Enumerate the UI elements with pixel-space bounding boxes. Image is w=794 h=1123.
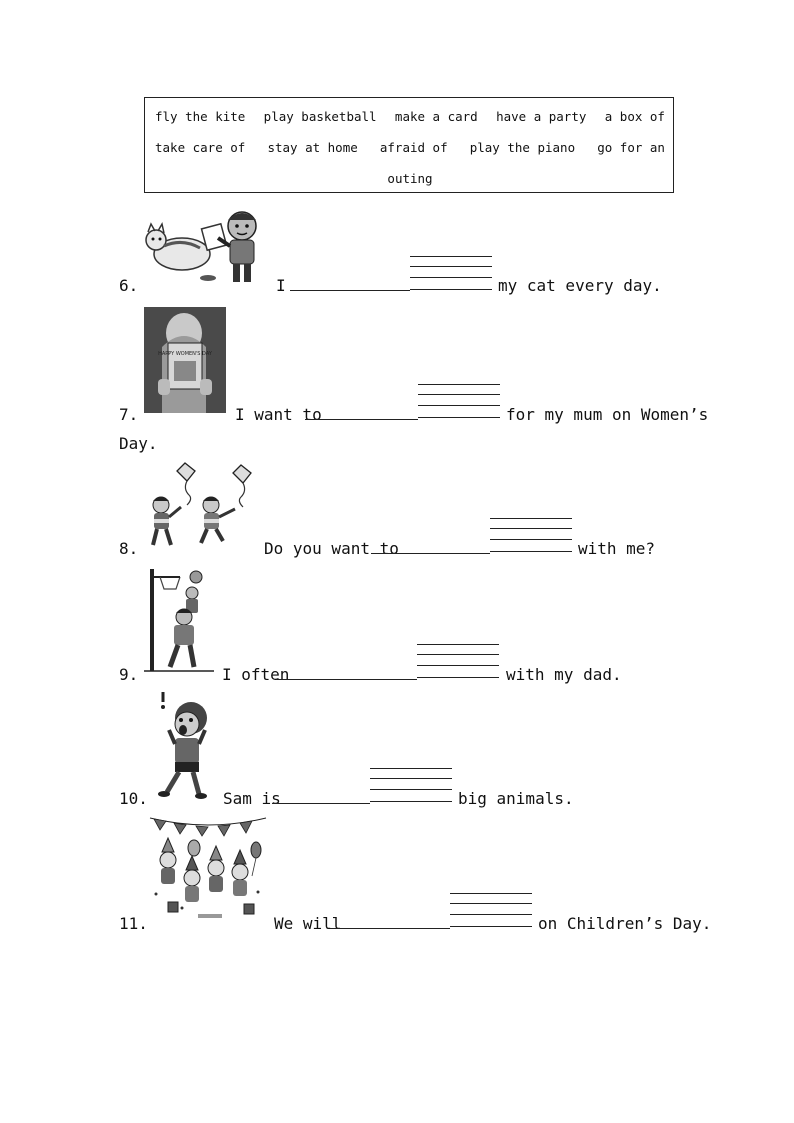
- word-bank-phrase: outing: [387, 171, 433, 186]
- answer-blank[interactable]: [272, 803, 370, 804]
- word-bank-phrase: fly the kite: [155, 109, 246, 124]
- question-number: 9.: [119, 665, 139, 684]
- word-bank-phrase: have a party: [496, 109, 587, 124]
- word-bank-phrase: make a card: [394, 109, 478, 124]
- womens-day-card-picture: HAPPY WOMEN'S DAY: [144, 307, 226, 413]
- card-text: HAPPY WOMEN'S DAY: [158, 351, 213, 357]
- word-bank-row: outing: [155, 171, 665, 186]
- question-number: 11.: [119, 914, 148, 933]
- word-bank-row: fly the kite play basketball make a card…: [155, 109, 665, 124]
- word-bank-phrase: stay at home: [267, 140, 358, 155]
- word-bank-phrase: afraid of: [379, 140, 448, 155]
- word-bank-row: take care of stay at home afraid of play…: [155, 140, 665, 155]
- scared-boy-picture: [147, 690, 217, 802]
- question-text: my cat every day.: [498, 276, 662, 295]
- word-bank-phrase: a box of: [604, 109, 665, 124]
- question-text: I want to: [235, 405, 322, 424]
- question-text: with my dad.: [506, 665, 622, 684]
- childrens-day-party-picture: [148, 812, 268, 928]
- answer-lines: [370, 768, 452, 802]
- boy-feeding-cat-picture: [142, 204, 270, 286]
- answer-blank[interactable]: [305, 419, 418, 420]
- question-text: We will: [274, 914, 342, 933]
- answer-lines: [417, 644, 499, 678]
- question-text: I: [276, 276, 286, 295]
- question-number: 10.: [119, 789, 148, 808]
- basketball-with-dad-picture: [142, 567, 214, 673]
- question-text: for my mum on Women’s: [506, 405, 709, 424]
- word-bank-phrase: play basketball: [263, 109, 377, 124]
- word-bank-phrase: take care of: [155, 140, 246, 155]
- word-bank-phrase: go for an: [597, 140, 665, 155]
- answer-blank[interactable]: [371, 553, 490, 554]
- answer-lines: [490, 518, 572, 552]
- question-text: with me?: [578, 539, 656, 558]
- question-text: I often: [222, 665, 290, 684]
- question-number: 8.: [119, 539, 139, 558]
- question-text: Sam is: [223, 789, 281, 808]
- question-text: on Children’s Day.: [538, 914, 712, 933]
- question-text-continued: Day.: [119, 434, 158, 453]
- question-text: Do you want to: [264, 539, 399, 558]
- answer-blank[interactable]: [277, 679, 417, 680]
- question-number: 7.: [119, 405, 139, 424]
- word-bank: fly the kite play basketball make a card…: [144, 97, 674, 193]
- answer-blank[interactable]: [330, 928, 450, 929]
- answer-lines: [410, 256, 492, 290]
- kids-flying-kites-picture: [143, 459, 261, 553]
- answer-lines: [450, 893, 532, 927]
- answer-blank[interactable]: [290, 290, 410, 291]
- answer-lines: [418, 384, 500, 418]
- word-bank-phrase: play the piano: [469, 140, 576, 155]
- question-number: 6.: [119, 276, 139, 295]
- question-text: big animals.: [458, 789, 574, 808]
